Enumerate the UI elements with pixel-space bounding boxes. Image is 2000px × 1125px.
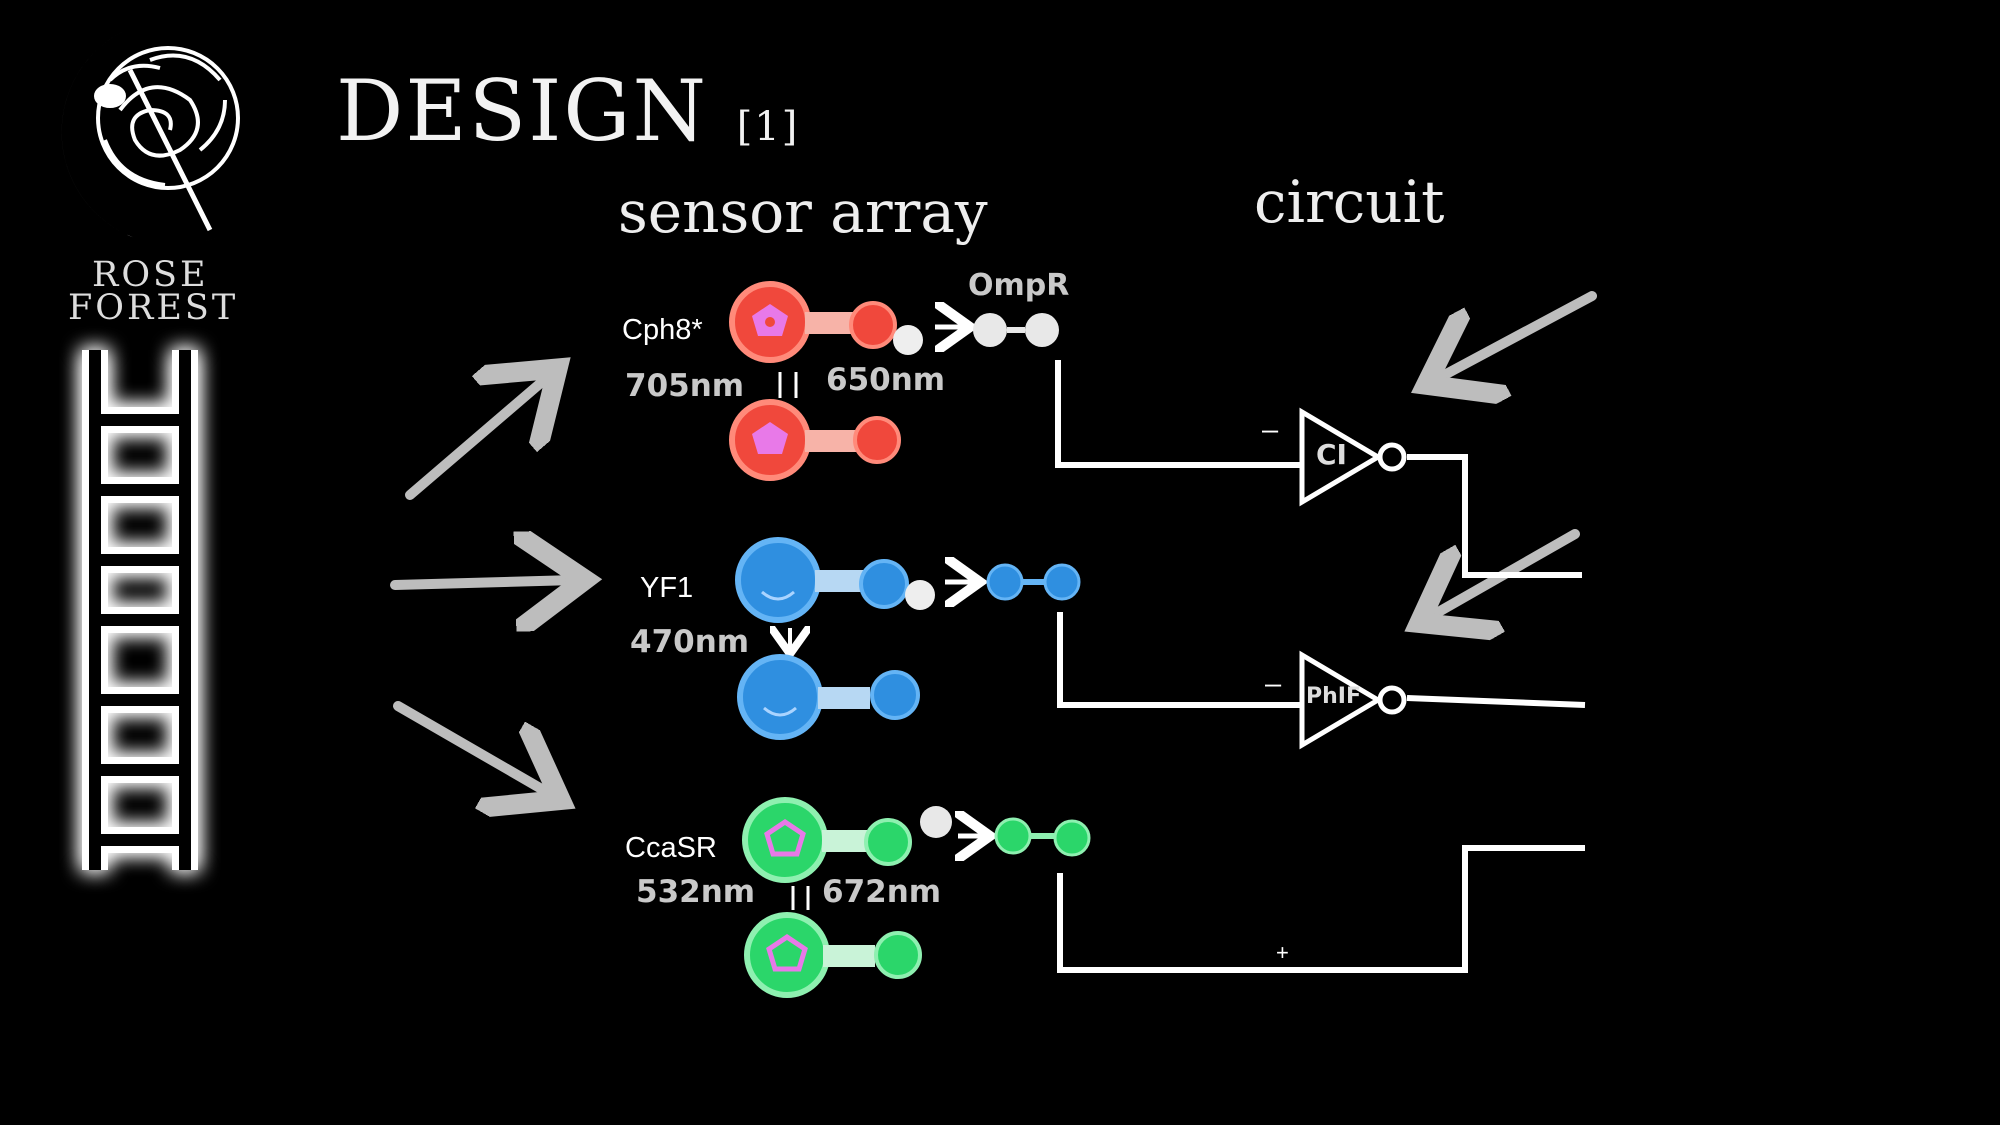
gate2-label: PhIF — [1306, 684, 1361, 709]
wire-red — [1055, 360, 1300, 468]
sensor-array-heading: sensor array — [618, 178, 988, 246]
wire-blue — [1057, 612, 1300, 708]
gate1-sign: – — [1262, 414, 1279, 446]
helix-inner — [89, 350, 191, 870]
wavelength-red-on: 705nm — [625, 368, 745, 404]
plus-sign: + — [1276, 940, 1289, 965]
sensor-name-blue: YF1 — [640, 572, 694, 604]
arrow-to-gate1 — [1435, 291, 1597, 380]
circuit-wires — [1055, 360, 1586, 973]
not-gate-2 — [1299, 650, 1407, 750]
arrow-to-green — [393, 701, 552, 795]
rose-forest-logo — [61, 28, 240, 246]
wire-gate1-out — [1407, 454, 1582, 578]
red-sensor — [729, 281, 1059, 481]
glowing-helix-logo — [82, 350, 198, 870]
gate2-sign: – — [1265, 668, 1282, 700]
wire-gate2-out — [1406, 695, 1586, 708]
arrow-to-blue — [390, 580, 575, 585]
not-gate-1 — [1299, 407, 1407, 507]
regulator-label: OmpR — [968, 268, 1070, 303]
wavelength-green-off: 672nm — [822, 874, 942, 910]
wavelength-red-off: 650nm — [826, 362, 946, 398]
gate1-label: CI — [1316, 438, 1347, 471]
brand-line1: ROSE — [92, 255, 209, 295]
brand-line2: FOREST — [68, 288, 239, 328]
wavelength-green-on: 532nm — [636, 874, 756, 910]
wire-green — [1057, 845, 1585, 973]
green-sensor — [742, 797, 1091, 998]
blue-sensor — [735, 537, 1081, 740]
sensor-name-red: Cph8* — [622, 314, 703, 346]
rose-icon — [94, 46, 240, 232]
slide-title: DESIGN [1] — [336, 62, 800, 160]
arrow-to-red — [405, 375, 550, 500]
sensor-name-green: CcaSR — [625, 832, 717, 864]
wavelength-blue: 470nm — [630, 624, 750, 660]
input-arrows — [390, 291, 1597, 795]
circuit-heading: circuit — [1254, 168, 1445, 236]
